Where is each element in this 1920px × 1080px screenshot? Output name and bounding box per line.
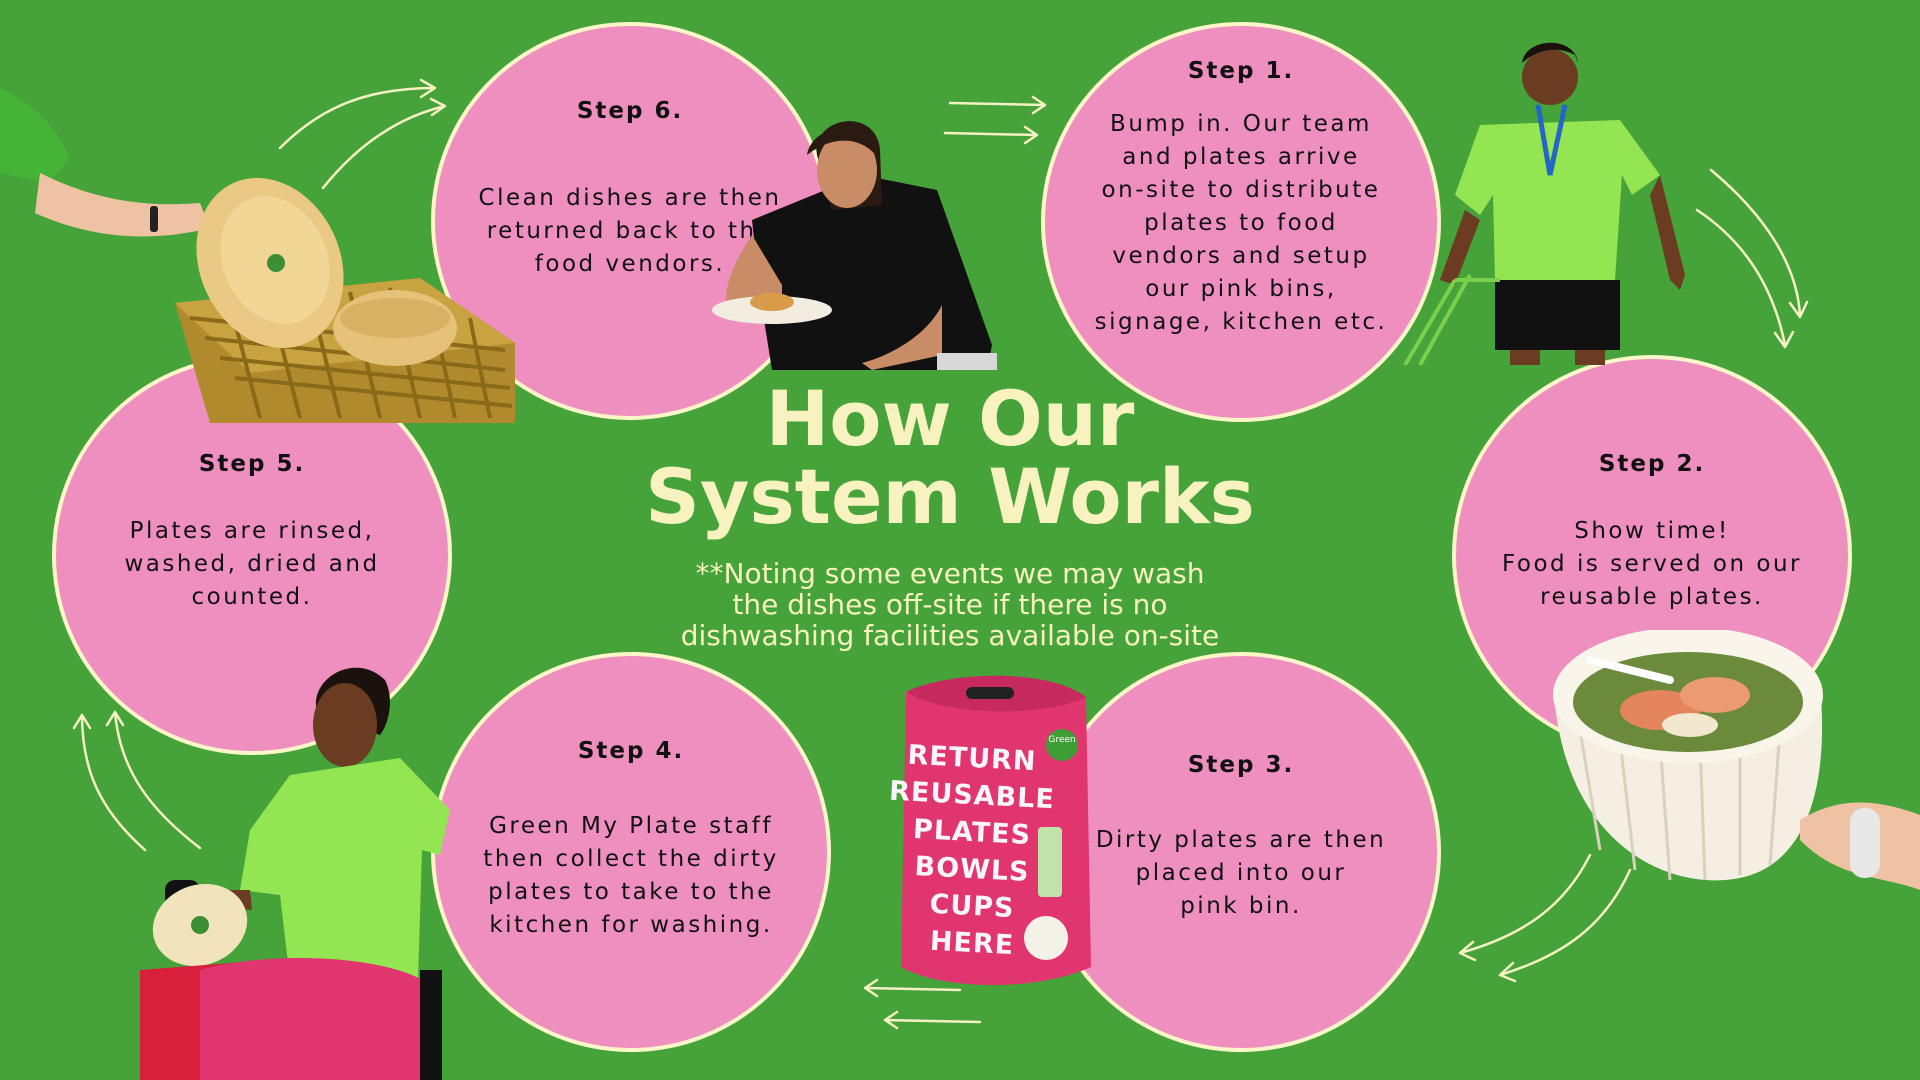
step-3-title: Step 3. — [1187, 752, 1295, 778]
dish-rack-photo — [0, 88, 515, 423]
step-4-title: Step 4. — [577, 738, 685, 764]
off-site-note: **Noting some events we may wash the dis… — [680, 557, 1220, 652]
staff-member-photo — [1403, 42, 1685, 365]
bin-label: RETURN REUSABLE PLATES BOWLS CUPS HERE — [888, 739, 1056, 962]
step-1-description: Bump in. Our team and plates arrive on-s… — [1094, 111, 1388, 335]
arrow-icon — [278, 78, 447, 190]
step-1-title: Step 1. — [1187, 58, 1295, 84]
step-6-description: Clean dishes are then returned back to t… — [478, 185, 782, 277]
page-title: How Our System Works — [645, 374, 1255, 541]
arrow-icon — [943, 95, 1047, 145]
step-5-description: Plates are rinsed, washed, dried and cou… — [124, 518, 380, 610]
return-bin-photo: Green RETURN REUSABLE PLATES BOWLS CUPS … — [886, 672, 1098, 990]
step-2-description: Show time! Food is served on our reusabl… — [1502, 518, 1802, 610]
step-4-circle: Step 4. Green My Plate staff then collec… — [431, 652, 831, 1052]
plate-icon — [196, 177, 344, 349]
step-6-circle: Step 6. Clean dishes are then returned b… — [431, 22, 829, 420]
step-4-description: Green My Plate staff then collect the di… — [483, 813, 779, 938]
step-1-circle: Step 1. Bump in. Our team and plates arr… — [1041, 22, 1441, 422]
bin-brand-label: Green — [1048, 735, 1076, 745]
plate-collection-photo — [140, 667, 450, 1080]
step-5-title: Step 5. — [198, 451, 306, 477]
arrow-icon — [1695, 168, 1809, 349]
arrow-icon — [72, 710, 202, 852]
step-6-title: Step 6. — [576, 98, 684, 124]
arrow-icon — [863, 978, 982, 1030]
server-photo — [712, 121, 997, 370]
arrow-icon — [1458, 853, 1632, 983]
step-3-description: Dirty plates are then placed into our pi… — [1095, 827, 1387, 919]
step-2-title: Step 2. — [1598, 451, 1706, 477]
step-3-circle: Step 3. Dirty plates are then placed int… — [1041, 652, 1441, 1052]
bowl-photo — [1553, 630, 1920, 890]
